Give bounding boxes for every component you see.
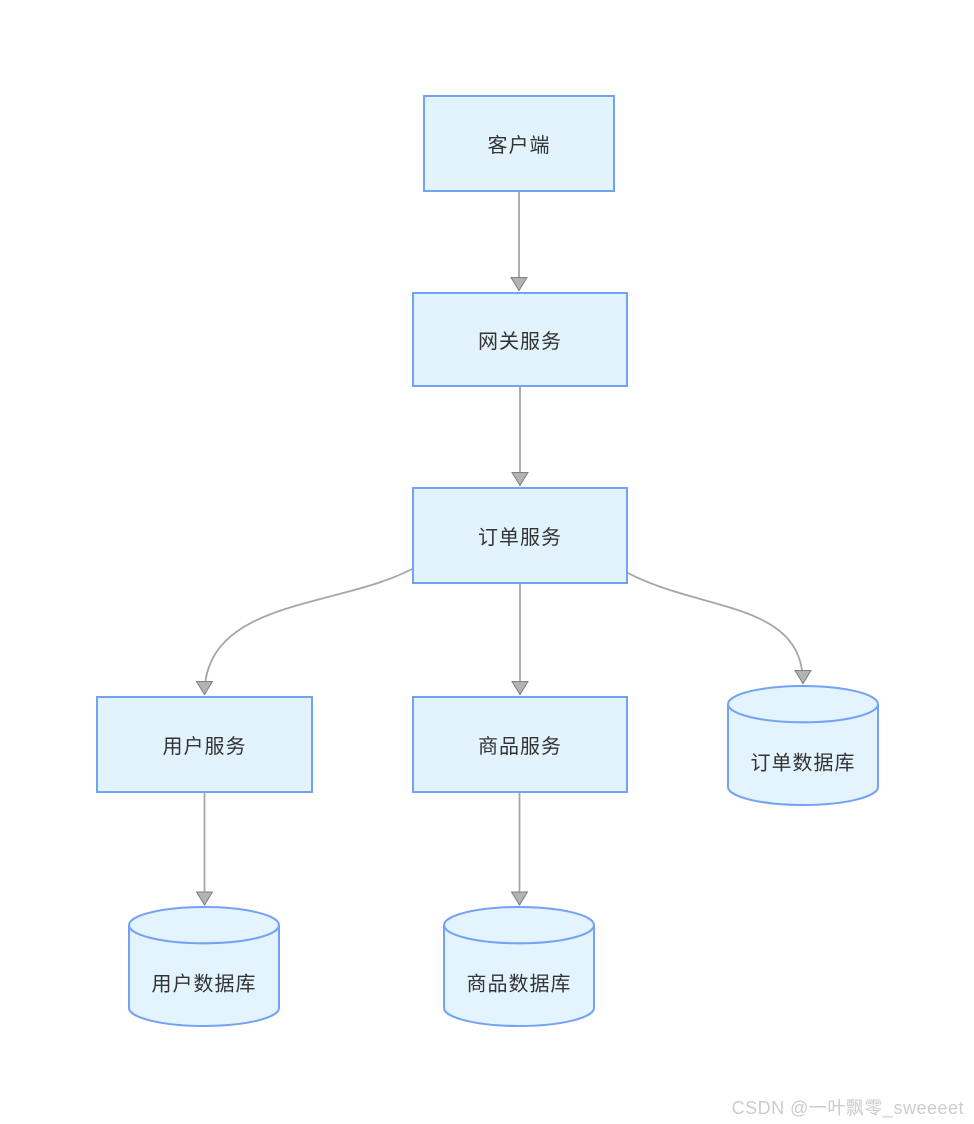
node-product-service-label: 商品服务 — [478, 736, 562, 758]
node-user-service-label: 用户服务 — [162, 736, 247, 758]
node-order-service-label: 订单服务 — [478, 527, 562, 549]
node-user-service: 用户服务 — [96, 696, 313, 793]
node-order-service: 订单服务 — [412, 487, 628, 584]
database-cylinder-icon — [727, 685, 879, 806]
node-product-db-label: 商品数据库 — [466, 973, 572, 996]
node-gateway-service: 网关服务 — [412, 292, 628, 387]
node-client: 客户端 — [423, 95, 615, 192]
database-cylinder-icon — [443, 906, 595, 1027]
node-order-db: 订单数据库 — [727, 685, 879, 806]
edge-order-service-to-order-db — [627, 572, 812, 685]
node-product-db: 商品数据库 — [443, 906, 595, 1027]
node-gateway-service-label: 网关服务 — [478, 331, 562, 353]
edge-order-service-to-user-service — [195, 568, 413, 696]
node-user-db-label: 用户数据库 — [151, 973, 257, 996]
node-order-db-label: 订单数据库 — [750, 752, 856, 775]
csdn-watermark: CSDN @一叶飘零_sweeeet — [731, 1098, 964, 1118]
node-product-service: 商品服务 — [412, 696, 628, 793]
node-user-db: 用户数据库 — [128, 906, 280, 1027]
database-cylinder-icon — [128, 906, 280, 1027]
node-client-label: 客户端 — [487, 135, 551, 157]
